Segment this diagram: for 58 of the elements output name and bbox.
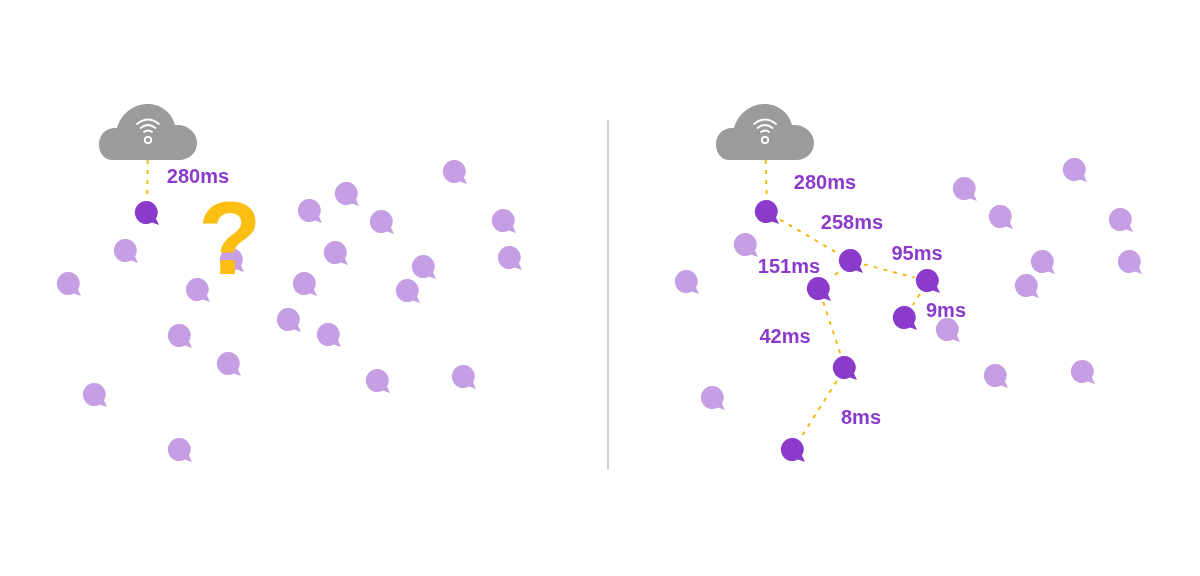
edge-label: 151ms	[756, 254, 822, 279]
chat-bubble-icon	[334, 181, 360, 207]
chat-bubble-icon	[451, 364, 477, 390]
edge-label: 95ms	[890, 241, 944, 266]
chat-bubble-icon	[297, 198, 323, 224]
chat-bubble-icon	[1014, 273, 1040, 299]
chat-bubble-icon	[216, 351, 242, 377]
chat-bubble-icon	[411, 254, 437, 280]
chat-bubble-icon	[395, 278, 421, 304]
chat-bubble-icon	[134, 200, 160, 226]
edge-label: 8ms	[840, 405, 882, 430]
question-mark: ?	[198, 186, 262, 290]
chat-bubble-icon	[56, 271, 82, 297]
chat-bubble-icon	[491, 208, 517, 234]
edge-label: 280ms	[792, 170, 858, 195]
edge-label: 280ms	[165, 164, 231, 189]
chat-bubble-icon	[219, 247, 245, 273]
chat-bubble-icon	[1070, 359, 1096, 385]
chat-bubble-icon	[323, 240, 349, 266]
dashed-connector	[912, 293, 921, 306]
chat-bubble-icon	[988, 204, 1014, 230]
chat-bubble-icon	[1062, 157, 1088, 183]
chat-bubble-icon	[983, 363, 1009, 389]
chat-bubble-icon	[915, 268, 941, 294]
edge-label: 9ms	[925, 298, 967, 323]
chat-bubble-icon	[1117, 249, 1143, 275]
chat-bubble-icon	[700, 385, 726, 411]
chat-bubble-icon	[497, 245, 523, 271]
chat-bubble-icon	[292, 271, 318, 297]
chat-bubble-icon	[113, 238, 139, 264]
chat-bubble-icon	[82, 382, 108, 408]
chat-bubble-icon	[733, 232, 759, 258]
chat-bubble-icon	[892, 305, 918, 331]
dashed-connector	[822, 301, 842, 356]
chat-bubble-icon	[832, 355, 858, 381]
chat-bubble-icon	[369, 209, 395, 235]
edge-label: 258ms	[819, 210, 885, 235]
cloud-icon	[716, 104, 814, 160]
chat-bubble-icon	[754, 199, 780, 225]
chat-bubble-icon	[838, 248, 864, 274]
chat-bubble-icon	[167, 437, 193, 463]
chat-bubble-icon	[365, 368, 391, 394]
chat-bubble-icon	[674, 269, 700, 295]
cloud-icon	[99, 104, 197, 160]
chat-bubble-icon	[935, 317, 961, 343]
dashed-connector	[863, 263, 916, 279]
chat-bubble-icon	[806, 276, 832, 302]
chat-bubble-icon	[442, 159, 468, 185]
chat-bubble-icon	[952, 176, 978, 202]
chat-bubble-icon	[1108, 207, 1134, 233]
chat-bubble-icon	[780, 437, 806, 463]
chat-bubble-icon	[185, 277, 211, 303]
chat-bubble-icon	[167, 323, 193, 349]
chat-bubble-icon	[1030, 249, 1056, 275]
chat-bubble-icon	[316, 322, 342, 348]
edge-label: 42ms	[758, 324, 812, 349]
dashed-connector	[800, 380, 838, 438]
chat-bubble-icon	[276, 307, 302, 333]
